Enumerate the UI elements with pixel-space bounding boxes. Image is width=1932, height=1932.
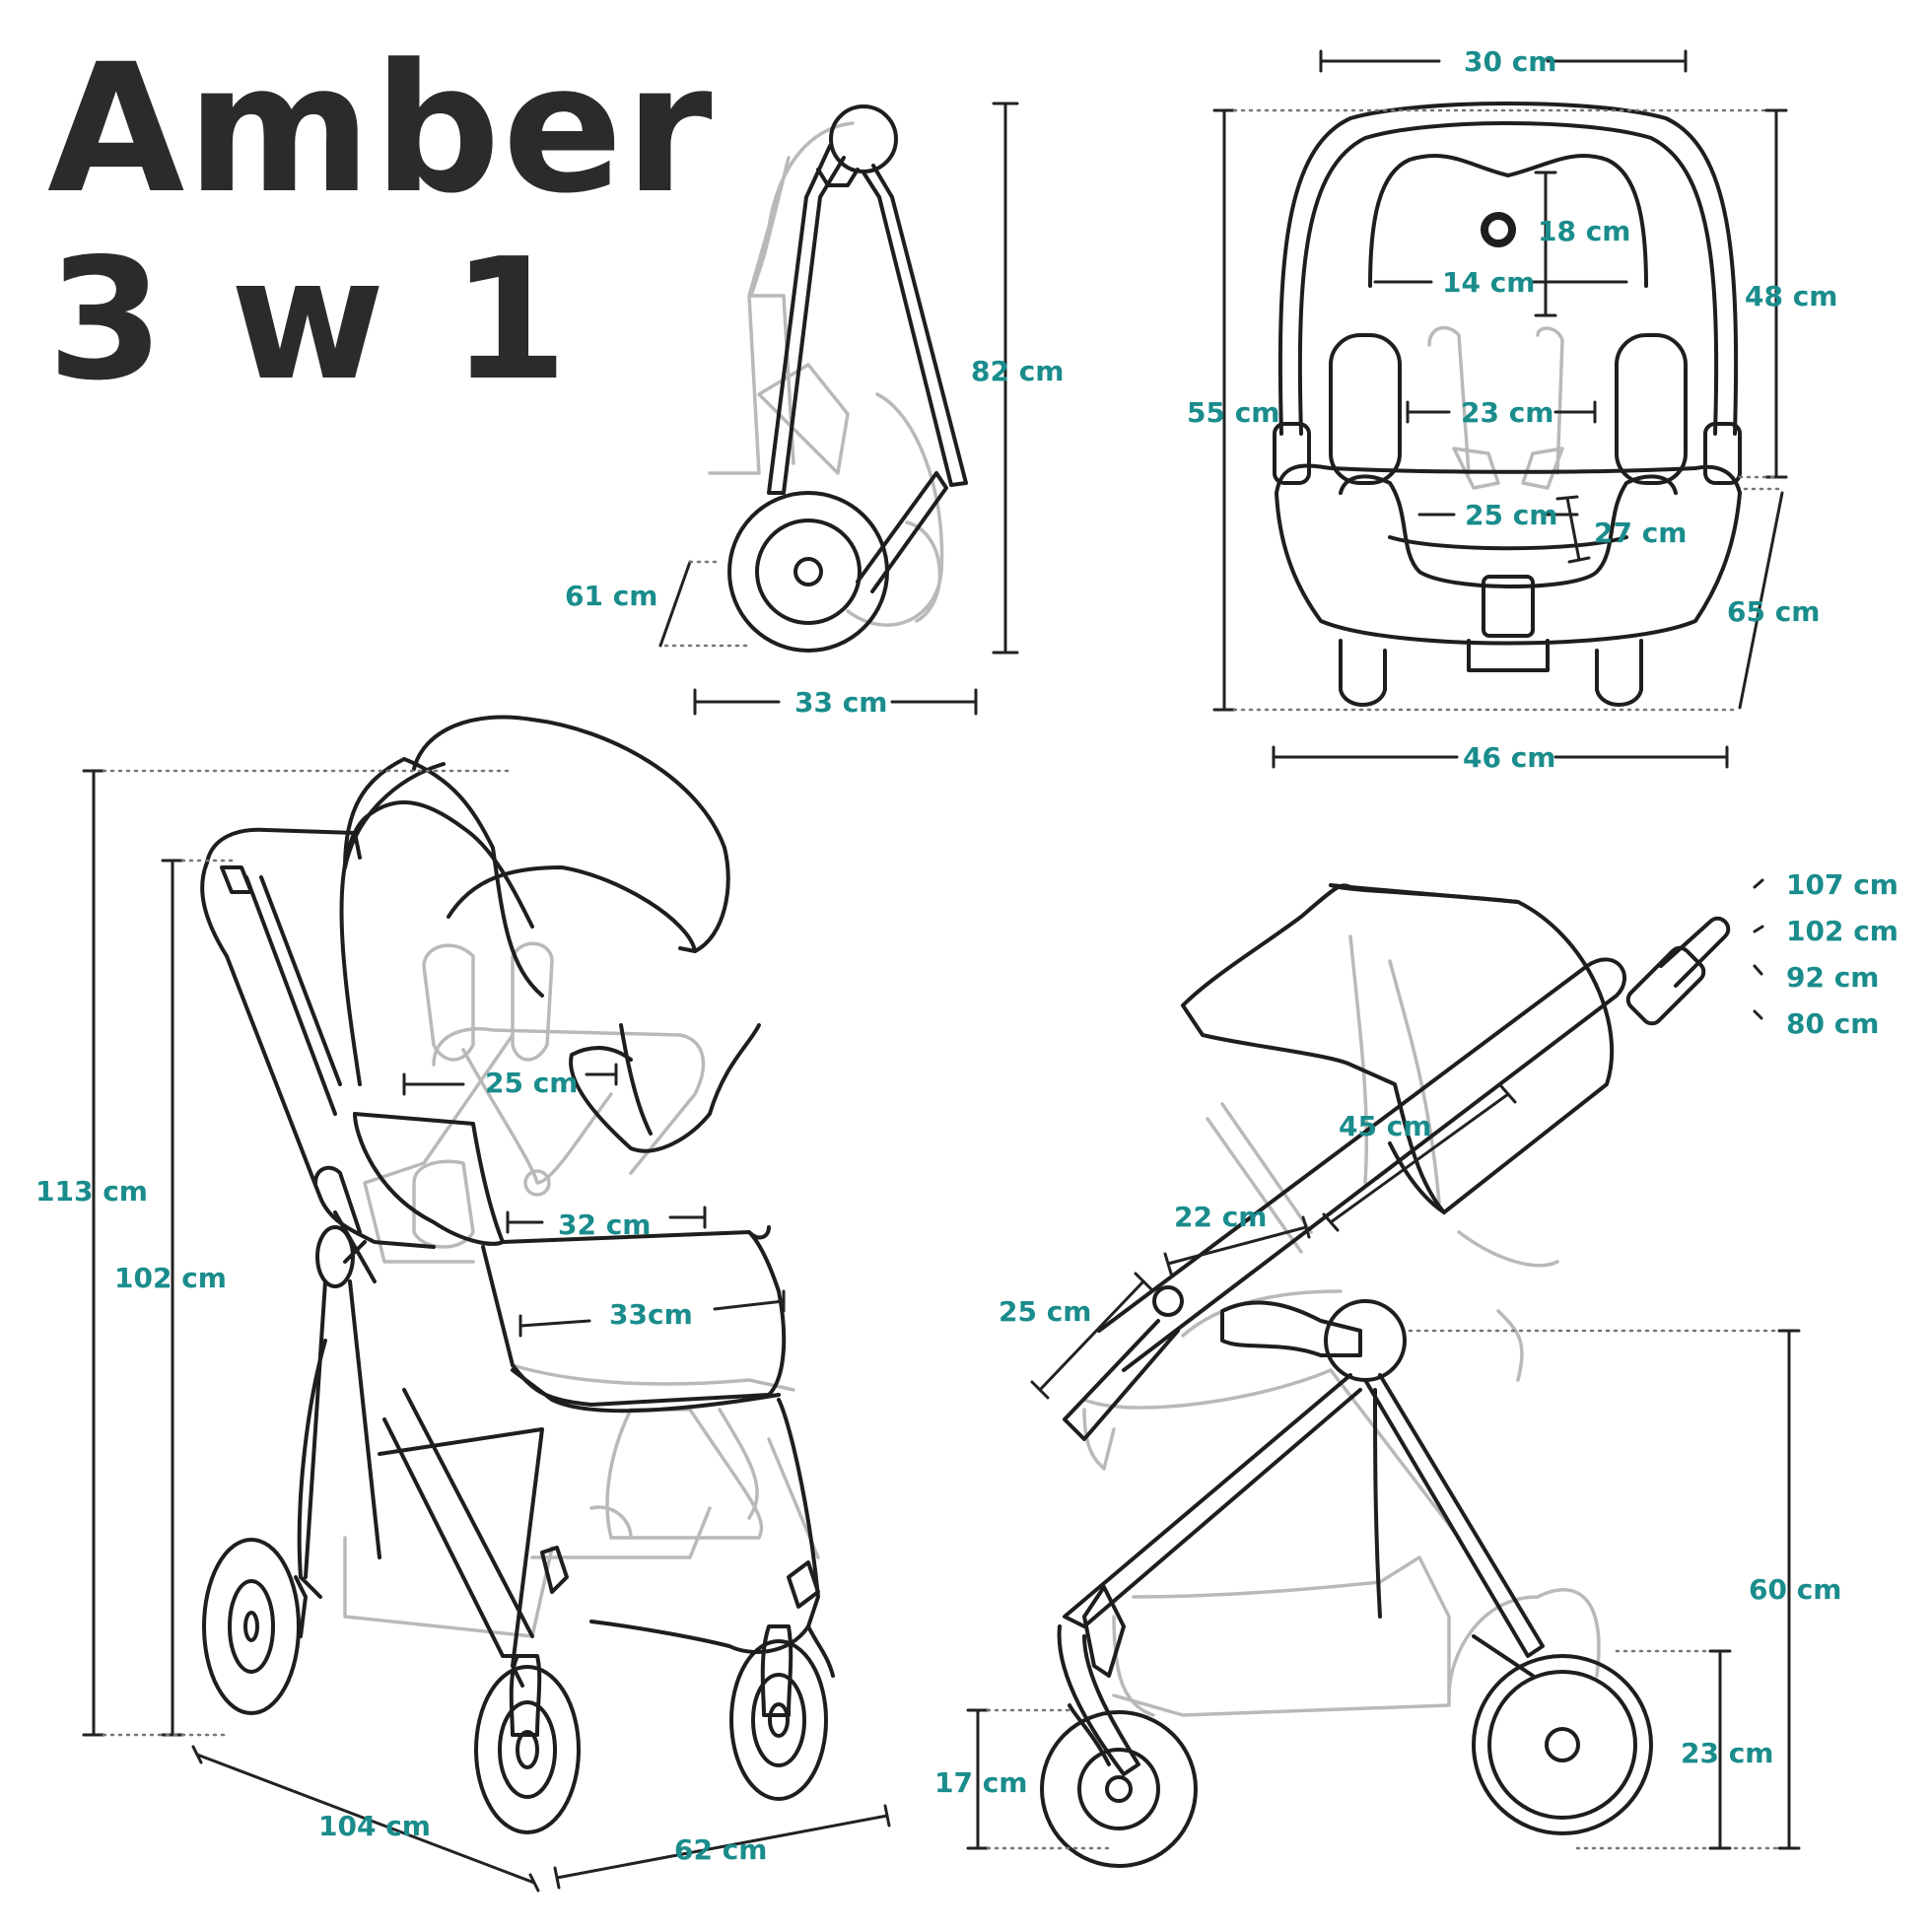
side-backrest-label: 45 cm bbox=[1339, 1110, 1432, 1142]
stroller-back-width-label: 25 cm bbox=[485, 1067, 579, 1099]
seat-depth-label: 65 cm bbox=[1727, 595, 1821, 628]
side-stroller-dimensions bbox=[966, 878, 1801, 1850]
side-seat-depth-label: 22 cm bbox=[1174, 1201, 1268, 1233]
side-stroller-drawing bbox=[1040, 883, 1731, 1868]
side-rear-wheel-label: 23 cm bbox=[1681, 1737, 1774, 1769]
side-handle-2-label: 102 cm bbox=[1786, 915, 1898, 947]
seat-shell-height-label: 48 cm bbox=[1745, 280, 1838, 312]
side-footrest-label: 25 cm bbox=[999, 1295, 1092, 1328]
seat-top-width-label: 30 cm bbox=[1464, 45, 1557, 78]
folded-width-label: 33 cm bbox=[794, 686, 888, 719]
product-title: Amber bbox=[47, 27, 715, 233]
stroller-footrest-width-label: 33cm bbox=[609, 1298, 693, 1331]
side-handle-3-label: 92 cm bbox=[1786, 961, 1880, 994]
seat-crotch-depth-label: 27 cm bbox=[1594, 517, 1688, 549]
folded-height-label: 82 cm bbox=[971, 355, 1065, 387]
folded-stroller-drawing bbox=[708, 104, 968, 653]
product-subtitle: 3 w 1 bbox=[47, 223, 572, 418]
side-handle-1-label: 107 cm bbox=[1786, 868, 1898, 901]
side-seat-height-label: 60 cm bbox=[1749, 1573, 1842, 1606]
front-stroller-dimensions bbox=[82, 769, 891, 1893]
front-stroller-drawing bbox=[200, 715, 835, 1834]
folded-depth-label: 61 cm bbox=[565, 580, 658, 612]
side-front-wheel-label: 17 cm bbox=[934, 1766, 1028, 1799]
seat-base-width-label: 46 cm bbox=[1463, 741, 1556, 774]
stroller-total-height-label: 113 cm bbox=[35, 1175, 148, 1208]
seat-head-height-label: 18 cm bbox=[1538, 215, 1631, 247]
dimension-labels: 82 cm 61 cm 33 cm 30 cm 18 cm 14 cm 48 c… bbox=[35, 45, 1898, 1866]
stroller-handle-height-label: 102 cm bbox=[114, 1262, 227, 1294]
side-handle-4-label: 80 cm bbox=[1786, 1007, 1880, 1040]
car-seat-drawing bbox=[1273, 102, 1742, 707]
car-seat-dimensions bbox=[1212, 49, 1788, 769]
stroller-width-label: 62 cm bbox=[674, 1833, 768, 1866]
stroller-seat-width-label: 32 cm bbox=[558, 1208, 652, 1241]
seat-hip-width-label: 25 cm bbox=[1465, 499, 1558, 531]
stroller-length-label: 104 cm bbox=[318, 1810, 431, 1842]
seat-shoulder-width-label: 23 cm bbox=[1461, 396, 1554, 429]
seat-total-height-label: 55 cm bbox=[1187, 396, 1280, 429]
seat-head-width-label: 14 cm bbox=[1442, 266, 1536, 299]
folded-dimensions bbox=[658, 102, 1019, 716]
